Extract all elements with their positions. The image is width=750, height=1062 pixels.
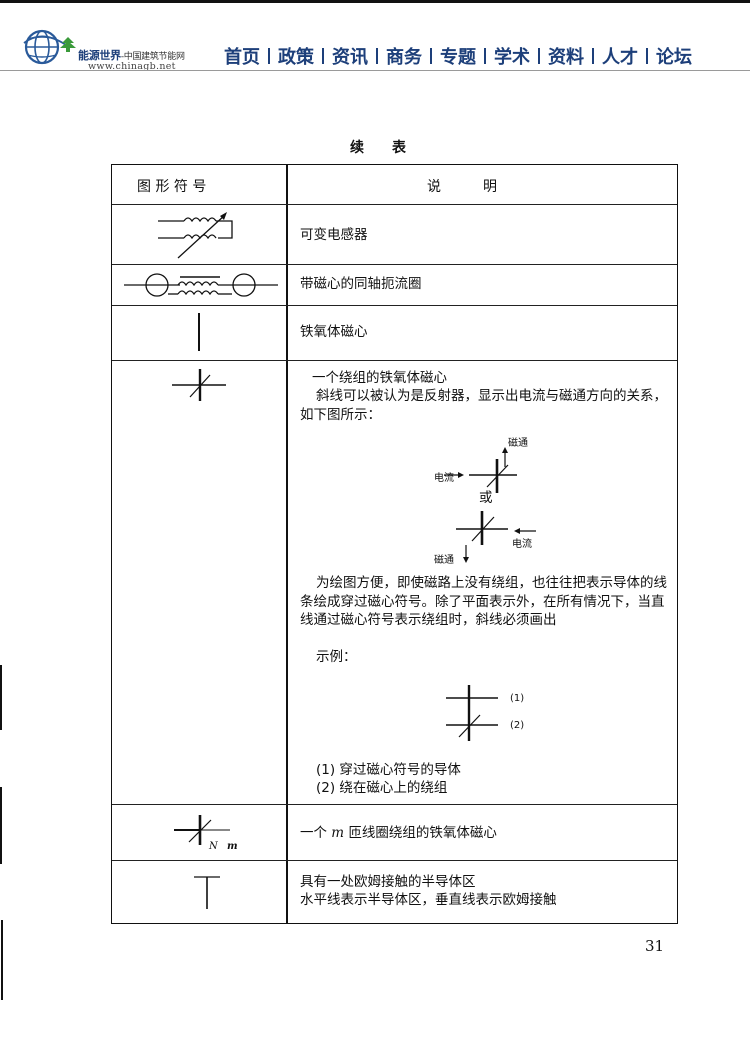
example-mark-2: (2) [510, 720, 525, 731]
current-label: 电流 [434, 473, 454, 484]
scan-edge-mark [0, 787, 2, 864]
nav-business[interactable]: 商务 [386, 47, 422, 68]
nav-resources[interactable]: 资料 [548, 47, 584, 68]
description-part: 一个 [300, 825, 327, 841]
nav-separator [646, 48, 648, 64]
scan-edge-mark [0, 665, 2, 730]
nav-separator [322, 48, 324, 64]
symbol-table: 图 形 符 号 说 明 可变电感器 带磁心的同轴扼流圈 [111, 164, 678, 924]
row-description-line2: 水平线表示半导体区，垂直线表示欧姆接触 [300, 892, 557, 908]
symbol-label-n: N [209, 841, 218, 852]
symbol-label-m: m [227, 841, 238, 852]
scan-top-border [0, 0, 750, 3]
nav-separator [484, 48, 486, 64]
row-description: 带磁心的同轴扼流圈 [300, 276, 422, 292]
row-description: 具有一处欧姆接触的半导体区 [300, 874, 476, 890]
flux-label: 磁通 [508, 438, 528, 449]
row-description: 一个绕组的铁氧体磁心 [312, 370, 447, 386]
nav-separator [430, 48, 432, 64]
semiconductor-ohmic-contact-icon [194, 876, 220, 909]
flux-current-diagram-1 [444, 447, 517, 493]
table-caption: 续表 [350, 137, 434, 157]
nav-home[interactable]: 首页 [224, 47, 260, 68]
row-description: 一个 m 匝线圈绕组的铁氧体磁心 [300, 824, 497, 842]
scan-edge-mark [1, 920, 3, 1000]
header-divider [0, 70, 750, 71]
nav-separator [538, 48, 540, 64]
example-core-diagram [446, 685, 498, 741]
variable-inductor-icon [158, 212, 233, 259]
nav-topics[interactable]: 专题 [440, 47, 476, 68]
logo-url: www.chinagb.net [88, 61, 176, 72]
nav-talent[interactable]: 人才 [602, 47, 638, 68]
caption-char: 续 [350, 140, 364, 156]
nav-separator [376, 48, 378, 64]
site-logo[interactable]: 能源世界-中国建筑节能网 www.chinagb.net [22, 25, 192, 73]
nav-policy[interactable]: 政策 [278, 47, 314, 68]
row-paragraph: 为绘图方便，即使磁路上没有绕组，也往往把表示导体的线条绘成穿过磁心符号。除了平面… [300, 575, 667, 628]
column-header-description: 说 明 [427, 179, 497, 195]
column-divider [286, 165, 288, 923]
ferrite-core-icon [198, 313, 200, 351]
column-header-symbol: 图 形 符 号 [137, 179, 207, 195]
caption-char: 表 [392, 140, 406, 156]
description-var: m [331, 825, 345, 841]
row-divider [112, 305, 677, 307]
nav-separator [268, 48, 270, 64]
current-label: 电流 [512, 539, 532, 550]
nav-academic[interactable]: 学术 [494, 47, 530, 68]
ferrite-core-m-turn-icon [174, 815, 230, 845]
nav-forum[interactable]: 论坛 [656, 47, 692, 68]
row-divider [112, 860, 677, 862]
description-part: 匝线圈绕组的铁氧体磁心 [348, 825, 497, 841]
site-header: 能源世界-中国建筑节能网 www.chinagb.net 首页 政策 资讯 商务… [0, 3, 750, 72]
logo-subtitle: -中国建筑节能网 [120, 52, 185, 62]
flux-current-diagram-2 [456, 511, 536, 563]
row-paragraph: 斜线可以被认为是反射器，显示出电流与磁通方向的关系，如下图所示： [300, 388, 667, 423]
main-nav: 首页 政策 资讯 商务 专题 学术 资料 人才 论坛 [224, 43, 692, 69]
row-divider [112, 264, 677, 266]
row-description: 铁氧体磁心 [300, 324, 368, 340]
row-divider [112, 360, 677, 362]
row-divider [112, 804, 677, 806]
row-divider [112, 204, 677, 206]
nav-separator [592, 48, 594, 64]
row-description: 可变电感器 [300, 227, 368, 243]
example-label: 示例： [316, 649, 357, 665]
nav-news[interactable]: 资讯 [332, 47, 368, 68]
example-mark-1: (1) [510, 693, 525, 704]
note-1: (1) 穿过磁心符号的导体 [316, 762, 461, 778]
logo-title: 能源世界-中国建筑节能网 [78, 47, 185, 63]
note-2: (2) 绕在磁心上的绕组 [316, 780, 448, 796]
or-label: 或 [479, 490, 493, 506]
coaxial-choke-icon [124, 273, 278, 297]
ferrite-core-one-winding-icon [172, 369, 226, 401]
page-number: 31 [645, 937, 665, 955]
logo-name: 能源世界 [78, 49, 121, 62]
globe-with-pagoda-icon [23, 29, 76, 65]
flux-label: 磁通 [434, 555, 454, 566]
